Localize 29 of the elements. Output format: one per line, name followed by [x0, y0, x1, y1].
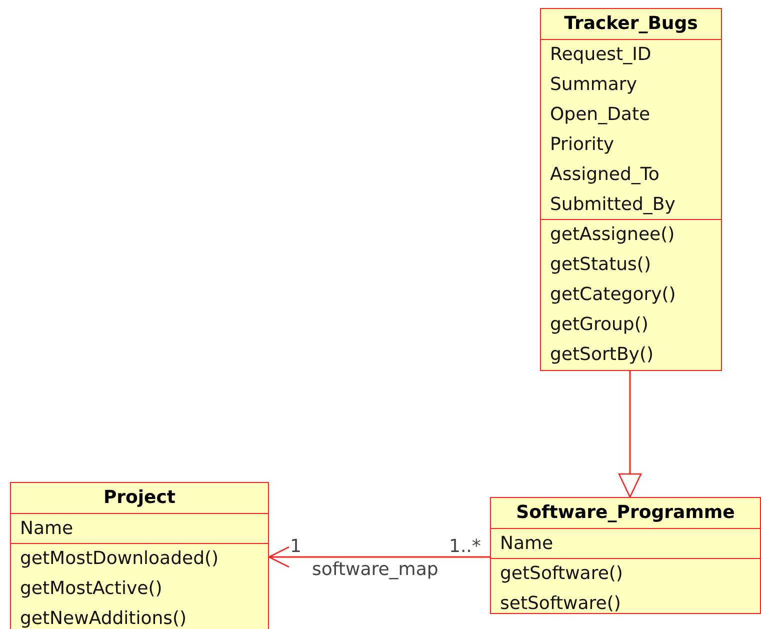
method-text: getMostDownloaded(): [20, 547, 219, 571]
method-compartment: [491, 558, 760, 614]
class-name: Software_Programme: [516, 502, 735, 523]
class-name: Tracker_Bugs: [564, 13, 698, 34]
class-box: [540, 8, 722, 371]
attribute-text: Open_Date: [550, 103, 650, 127]
class-name: Project: [103, 487, 176, 508]
multiplicity-label: 1..*: [449, 537, 481, 557]
attribute-text: Request_ID: [550, 43, 652, 67]
method-compartment: [11, 543, 268, 629]
method-text: getNewAdditions(): [20, 607, 187, 629]
class-box: [490, 497, 761, 614]
method-text: getMostActive(): [20, 577, 162, 601]
attribute-text: Name: [500, 532, 554, 556]
class-box: [10, 482, 269, 629]
method-text: getGroup(): [550, 313, 648, 337]
method-text: getStatus(): [550, 253, 651, 277]
attribute-text: Summary: [550, 73, 637, 97]
method-text: getSortBy(): [550, 343, 654, 367]
method-text: getSoftware(): [500, 562, 623, 586]
attribute-text: Name: [20, 517, 74, 541]
attribute-text: Assigned_To: [550, 163, 660, 187]
multiplicity-label: 1: [290, 537, 302, 557]
attribute-text: Submitted_By: [550, 193, 676, 217]
attribute-text: Priority: [550, 133, 614, 157]
method-text: getCategory(): [550, 283, 676, 307]
method-text: setSoftware(): [500, 592, 621, 616]
method-text: getAssignee(): [550, 223, 675, 247]
edge-label: software_map: [312, 560, 438, 580]
